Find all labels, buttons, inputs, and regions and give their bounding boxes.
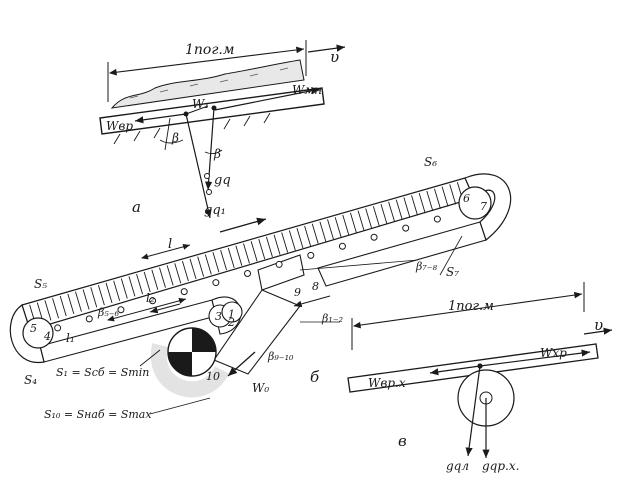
w-xr-arrow	[479, 349, 591, 367]
w-vr-x-label: Wвр.х	[368, 376, 406, 390]
w-mn-arrow	[214, 87, 321, 111]
w-xr-label: Wхр	[540, 346, 567, 360]
pitch-l-dimension	[141, 243, 191, 260]
belt-run-9-10	[213, 289, 301, 375]
w-vr-x-arrow	[429, 365, 481, 376]
idler-roller	[307, 251, 315, 259]
w-vr-label: Wвр	[106, 119, 133, 133]
figure-a: 1пог.м υ Wмн W₁ Wвр β β gq gq₁ а	[99, 40, 346, 219]
idler-roller	[338, 242, 346, 250]
idler-roller	[212, 279, 220, 287]
node-9: 9	[294, 286, 301, 299]
velocity-arrow	[307, 44, 346, 53]
idler-roller	[433, 215, 441, 223]
idler-roller	[54, 324, 62, 332]
span-dimension-line-v	[352, 291, 583, 329]
s6-label: S₆	[424, 155, 437, 169]
bulk-material	[110, 59, 305, 109]
idler-roller	[85, 315, 93, 323]
span-label-a: 1пог.м	[185, 42, 235, 58]
idler-roller	[244, 270, 251, 277]
caption-a: а	[132, 198, 141, 216]
node-1: 1	[228, 308, 235, 321]
caption-b: б	[310, 368, 320, 386]
span-dimension-line	[108, 46, 305, 76]
node-5: 5	[30, 322, 37, 335]
s4-label: S₄	[24, 373, 37, 387]
beta78-label: β₇₋₈	[415, 260, 438, 273]
beta-label-right: β	[213, 147, 221, 161]
w-vr-arrow	[134, 113, 187, 124]
beta-label-left: β	[171, 131, 179, 145]
idler-roller	[402, 224, 410, 232]
tail-pulley	[22, 317, 54, 349]
return-belt-section	[347, 343, 599, 393]
equation-s1: S₁ = Sсб = Sтіп	[56, 366, 149, 379]
l1-label: l₁	[66, 331, 75, 345]
w0-arrow	[227, 351, 256, 377]
node-4: 4	[43, 330, 51, 343]
node-10: 10	[206, 370, 220, 383]
velocity-arrow-v	[583, 327, 613, 335]
node-3: 3	[215, 310, 222, 323]
equation-s10: S₁₀ = Sнаб = Smax	[44, 408, 152, 421]
caption-v: в	[398, 432, 407, 450]
beta56-label: β₅₋₆	[97, 306, 120, 319]
snub-pulley-2	[221, 301, 243, 323]
idler-roller	[370, 233, 378, 241]
gq1-arrow	[185, 113, 212, 219]
l-label: l	[168, 237, 172, 252]
velocity-label-a: υ	[330, 48, 339, 66]
span-label-v: 1пог.м	[448, 299, 494, 314]
l2-label: l₂	[146, 291, 155, 305]
figure-v: 1пог.м υ Wхр Wвр.х gqл gqр.х. в	[347, 282, 613, 473]
node-8: 8	[312, 280, 319, 293]
beta12-label: β₁₋₂	[321, 312, 343, 325]
figure-b: l l₁ l₂ S₅ S₄ S₆ S₇ β₅₋₆ β₇₋₈ β₁₋₂ β₉₋₁₀…	[9, 155, 512, 421]
beta910-label: β₉₋₁₀	[267, 350, 294, 363]
pitch-l2-dimension	[107, 297, 187, 322]
w0-label: W₀	[252, 381, 269, 395]
idler-roller	[275, 260, 283, 268]
w-1-label: W₁	[192, 97, 209, 111]
s7-label: S₇	[446, 265, 459, 279]
gq1-label: gq₁	[204, 203, 226, 218]
gql-arrow	[465, 365, 481, 457]
s5-label: S₅	[34, 277, 47, 291]
velocity-label-v: υ	[594, 316, 603, 334]
node-2: 2	[227, 316, 235, 329]
w-1-arrow	[185, 105, 209, 115]
gq-label: gq	[214, 173, 231, 188]
idler-roller	[180, 288, 188, 296]
gqrx-label: gqр.х.	[482, 459, 519, 473]
node-7: 7	[480, 200, 487, 213]
w-mn-label: Wмн	[292, 83, 322, 97]
head-pulley	[458, 186, 492, 220]
gql-label: gqл	[446, 459, 469, 473]
node-6: 6	[463, 192, 470, 205]
